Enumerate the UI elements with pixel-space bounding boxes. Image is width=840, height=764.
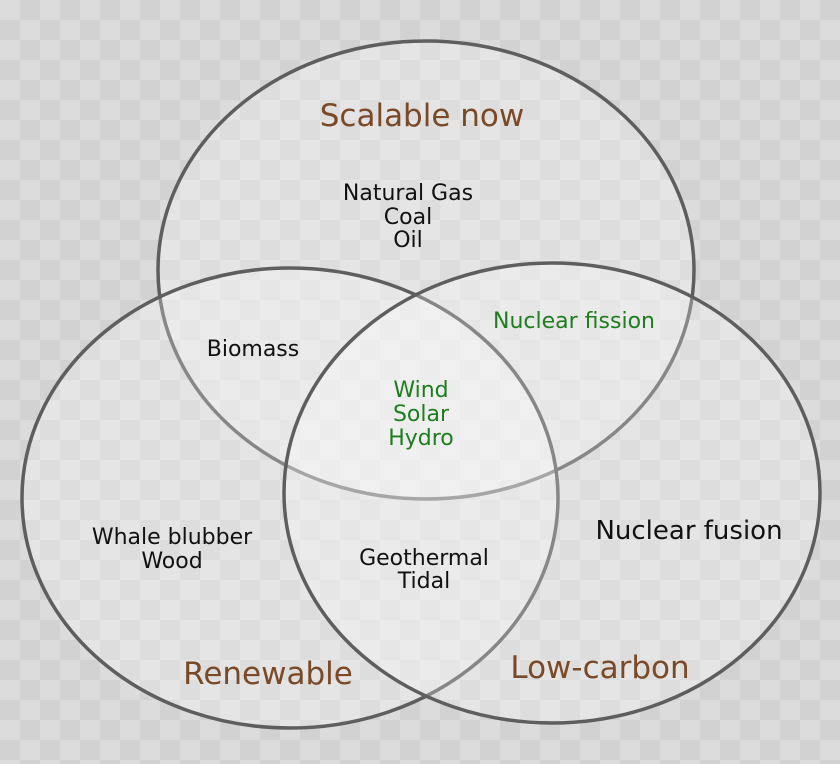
circle-low-carbon — [282, 261, 822, 725]
item-biomass: Biomass — [207, 337, 300, 362]
item-oil: Oil — [393, 228, 423, 253]
circle-renewable — [20, 266, 560, 730]
item-whale-blubber: Whale blubber — [92, 525, 253, 550]
item-coal: Coal — [384, 205, 432, 230]
set-label-low-carbon: Low-carbon — [510, 650, 689, 686]
item-wood: Wood — [141, 549, 202, 574]
item-geothermal: Geothermal — [359, 546, 489, 571]
item-natural-gas: Natural Gas — [343, 181, 473, 206]
set-label-renewable: Renewable — [183, 656, 353, 692]
item-solar: Solar — [393, 402, 450, 427]
item-nuclear-fission: Nuclear fission — [493, 309, 655, 334]
item-nuclear-fusion: Nuclear fusion — [595, 516, 782, 546]
item-hydro: Hydro — [388, 426, 454, 451]
item-wind: Wind — [393, 378, 448, 403]
circle-scalable-now — [156, 39, 696, 501]
item-tidal: Tidal — [397, 569, 450, 594]
set-label-scalable-now: Scalable now — [320, 98, 525, 134]
